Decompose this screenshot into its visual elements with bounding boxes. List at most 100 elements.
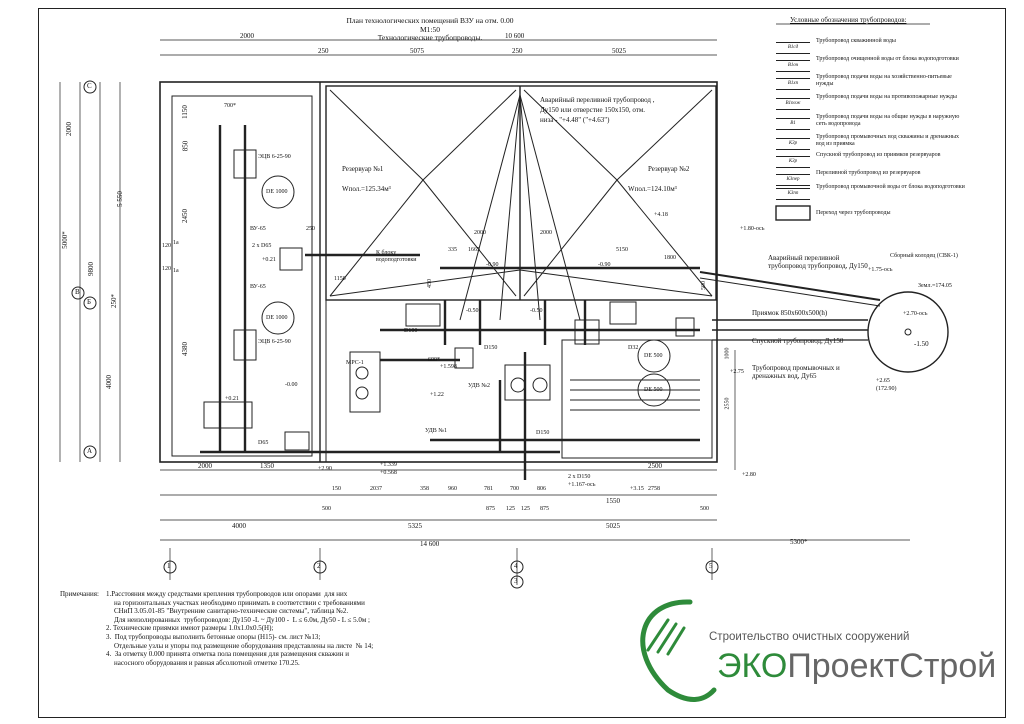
dim-left-7: 850 — [181, 140, 190, 152]
legend-code: К3пп — [776, 188, 810, 200]
size-tag-9: 450 — [427, 279, 433, 288]
sheet-subtitle: Технологические трубопроводы. — [377, 33, 483, 42]
dim-bottom-16: 5300* — [790, 538, 808, 546]
company-logo: ЭКОПроектСтрой — [717, 646, 996, 686]
dim-bottom-6: 781 — [484, 486, 493, 492]
note-line: насосного оборудования и равная абсолютн… — [114, 658, 300, 667]
dim-bottom-0: 2000 — [198, 462, 212, 470]
dim-bottom-12: 4000 — [232, 522, 246, 530]
dim-left-12: 1a — [173, 240, 179, 246]
dim-bottom-9: 2758 — [648, 486, 660, 492]
legend-text: Спускной трубопровод из приямков резерву… — [816, 152, 941, 158]
pipe-tag-7: +1.167-ось — [568, 482, 596, 488]
mark-4: +1.339 — [380, 462, 397, 468]
note-line: СНиП 3.05.01-85 "Внутренние санитарно-те… — [114, 607, 349, 616]
mark-2: +0.21 — [225, 396, 239, 402]
dim-top-1: 10 600 — [505, 32, 525, 40]
udv1-label: УДВ №1 — [425, 428, 447, 434]
sheet-title: План технологических помещений ВЗУ на от… — [346, 16, 514, 25]
axis-row-b: Б — [87, 298, 92, 306]
dim-left-2: 250* — [110, 294, 118, 308]
dim-left-3: 9800 — [87, 262, 95, 276]
dim-bottom-14: 5025 — [606, 522, 620, 530]
legend-text: Переливной трубопровод из резервуаров — [816, 170, 921, 176]
legend-text: Трубопровод подачи воды на общие нужды в… — [816, 114, 960, 127]
dim-bottom-15: 14 600 — [420, 540, 440, 548]
logo-name: ПроектСтрой — [787, 647, 997, 685]
dim-bottom-10: 2500 — [648, 462, 662, 470]
size-tag-3: 2000 — [474, 230, 486, 236]
note-line: Отдельные узлы и упоры под размещение об… — [114, 641, 374, 650]
mark-9: +2.80 — [742, 472, 756, 478]
mark-18: -0.50 — [466, 308, 479, 314]
legend-text: Трубопровод промывочной воды от блока во… — [816, 184, 965, 190]
mark-10: +2.75 — [730, 369, 744, 375]
legend-text: Трубопровод подачи воды на противопожарн… — [816, 94, 957, 100]
axis-col-1: 1 — [167, 562, 171, 570]
udv2-label: УДВ №2 — [468, 383, 490, 389]
dim-top-3: 5075 — [410, 47, 424, 55]
sheet-scale: М1:50 — [419, 25, 440, 34]
legend-text: Трубопровод очищенной воды от блока водо… — [816, 56, 959, 62]
legend-code: В1хп — [776, 78, 810, 90]
axis-col-3: 3 — [514, 577, 518, 585]
dim-left-4: 4000 — [105, 375, 113, 389]
axis-row-a: А — [87, 447, 93, 455]
pipe-tag-2: D100 — [404, 328, 418, 334]
dim-bottom-20: 875 — [540, 506, 549, 512]
pipe-tag-1: D150 — [536, 430, 550, 436]
mark-21: Земл.=174.05 — [918, 283, 952, 289]
tank-de3: DE 500 — [644, 353, 663, 359]
legend-item: В1хп Трубопровод подачи воды на хозяйстве… — [776, 74, 966, 94]
note-line: на горизонтальных участках необходимо пр… — [114, 598, 365, 607]
dim-left-8: 2450 — [181, 209, 189, 223]
dim-bottom-18: 125 — [506, 506, 515, 512]
size-tag-6: 1150 — [334, 276, 346, 282]
pipe-tag-3: D65 — [258, 440, 269, 446]
dim-left-11: 120 — [162, 266, 171, 272]
mark-14: +2.65 — [876, 378, 890, 384]
legend-crossing: Переход через трубопроводы — [816, 210, 891, 216]
pipe-tag-6: 2 х D150 — [568, 474, 591, 480]
mark-20: +4.18 — [654, 212, 668, 218]
legend-text: Трубопровод скважинной воды — [816, 38, 896, 44]
notes-label: Примечания: — [60, 590, 99, 598]
dim-left-9: 4380 — [181, 342, 189, 356]
legend-text: Трубопровод подачи воды на хозяйственно-… — [816, 74, 952, 87]
axis-row-c: С — [87, 82, 92, 90]
dim-right-1: 1800 — [664, 255, 676, 261]
dim-top-2: 250 — [318, 47, 329, 55]
reservoir1-label: Резервуар №1 — [342, 165, 384, 173]
dim-bottom-5: 960 — [448, 486, 457, 492]
dim-right-0: 2550 — [724, 397, 731, 410]
mark-12: +1.75-ось — [868, 267, 893, 273]
dim-right-2: 1000 — [724, 347, 731, 360]
vu2-label: ВУ-65 — [250, 284, 266, 290]
pipe-tag-4: D32 — [628, 345, 639, 351]
size-tag-0: 700* — [224, 103, 236, 109]
reservoir2-volume: Wпол.=124.10м³ — [628, 185, 677, 193]
logo-subtitle: Строительство очистных сооружений — [709, 631, 910, 643]
tank-de4: DE 500 — [644, 387, 663, 393]
legend-title: Условные обозначения трубопроводов: — [790, 16, 907, 24]
legend-code: В1пож — [776, 98, 810, 110]
mark-5: +0.568 — [380, 470, 397, 476]
size-tag-7: 335 — [448, 247, 457, 253]
mark-0: -0.00 — [285, 382, 298, 388]
dim-left-1: 5000* — [60, 231, 69, 249]
size-tag-1: 600* — [428, 357, 440, 363]
dim-right-3: 500 — [701, 281, 707, 290]
mark-22: (172.90) — [876, 386, 897, 392]
mark-8: +3.15 — [630, 486, 644, 492]
size-tag-2: 1665 — [468, 247, 480, 253]
pump2-label: ЭЦВ 6-25-90 — [258, 339, 291, 345]
dim-bottom-11: 1550 — [606, 497, 620, 505]
logo-prefix: ЭКО — [717, 647, 788, 685]
dim-top-5: 5025 — [612, 47, 626, 55]
axis-col-2: 2 — [317, 562, 321, 570]
dim-bottom-17: 875 — [486, 506, 495, 512]
